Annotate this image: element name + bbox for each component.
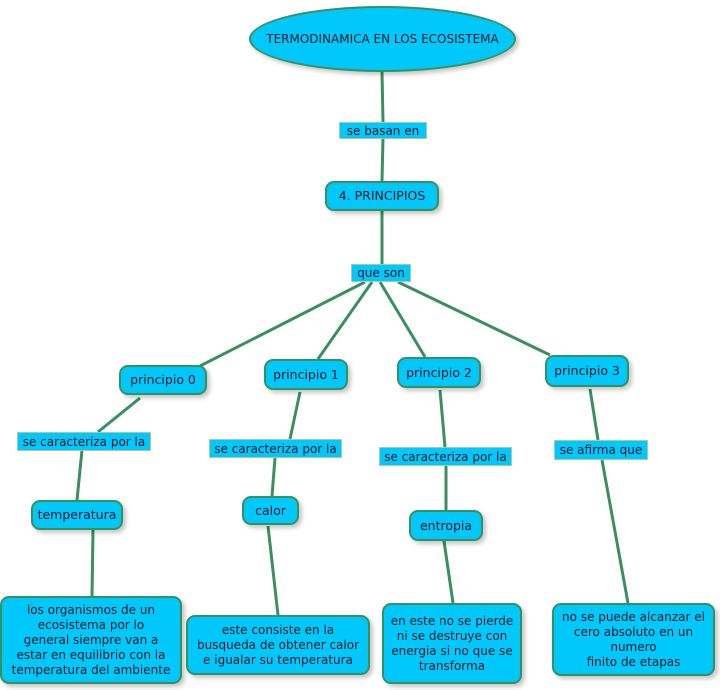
entropia-node[interactable]: entropia bbox=[409, 510, 483, 541]
link-label-text: se basan en bbox=[346, 123, 420, 138]
link-label-basan[interactable]: se basan en bbox=[339, 122, 427, 139]
link-label-text: se afirma que bbox=[559, 443, 643, 457]
connector bbox=[97, 396, 141, 434]
principio-2-description[interactable]: en este no se pierde ni se destruye con … bbox=[382, 603, 522, 684]
link-label-text: se caracteriza por la bbox=[22, 434, 146, 449]
temperatura-text: temperatura bbox=[37, 507, 117, 523]
connector bbox=[600, 459, 630, 604]
calor-node[interactable]: calor bbox=[242, 496, 299, 525]
connector bbox=[380, 71, 385, 123]
connector bbox=[438, 389, 447, 448]
connector bbox=[270, 457, 277, 497]
principio-2-node[interactable]: principio 2 bbox=[397, 357, 481, 388]
principio-3-description[interactable]: no se puede alcanzar el cero absoluto en… bbox=[552, 603, 715, 676]
link-label-text: se caracteriza por la bbox=[384, 449, 507, 464]
principio-3-text: principio 3 bbox=[554, 363, 620, 379]
principio-0-text: principio 0 bbox=[130, 372, 196, 388]
connector bbox=[442, 540, 455, 604]
main-topic-text: TERMODINAMICA EN LOS ECOSISTEMA bbox=[266, 31, 499, 46]
link-label-principio-2[interactable]: se caracteriza por la bbox=[379, 447, 512, 466]
main-topic-node[interactable]: TERMODINAMICA EN LOS ECOSISTEMA bbox=[249, 6, 516, 72]
link-label-principio-3[interactable]: se afirma que bbox=[554, 440, 648, 460]
principio-2-description-text: en este no se pierde ni se destruye con … bbox=[390, 613, 514, 673]
link-label-principio-0[interactable]: se caracteriza por la bbox=[17, 432, 151, 451]
temperatura-node[interactable]: temperatura bbox=[31, 500, 123, 530]
link-label-text: se caracteriza por la bbox=[214, 441, 337, 456]
principio-0-description-text: los organismos de un ecosistema por lo g… bbox=[11, 602, 171, 677]
principio-1-description-text: este consiste en la busqueda de obtener … bbox=[196, 622, 360, 667]
connector bbox=[588, 388, 600, 441]
principio-0-node[interactable]: principio 0 bbox=[119, 365, 207, 395]
connector bbox=[266, 525, 280, 616]
connector bbox=[378, 281, 427, 358]
connector bbox=[316, 281, 374, 360]
connector bbox=[397, 280, 551, 357]
connector bbox=[380, 137, 385, 182]
principio-3-node[interactable]: principio 3 bbox=[545, 355, 629, 387]
connector bbox=[90, 529, 95, 597]
link-label-que-son[interactable]: que son bbox=[351, 264, 411, 282]
principio-0-description[interactable]: los organismos de un ecosistema por lo g… bbox=[0, 596, 182, 684]
connector bbox=[75, 449, 84, 501]
principios-node[interactable]: 4. PRINCIPIOS bbox=[325, 181, 439, 211]
entropia-text: entropia bbox=[419, 517, 473, 533]
principio-1-description[interactable]: este consiste en la busqueda de obtener … bbox=[186, 615, 370, 675]
link-label-principio-1[interactable]: se caracteriza por la bbox=[209, 439, 342, 458]
principio-2-text: principio 2 bbox=[406, 364, 472, 380]
link-label-text: que son bbox=[357, 266, 405, 280]
principios-text: 4. PRINCIPIOS bbox=[338, 188, 426, 204]
calor-text: calor bbox=[255, 502, 286, 518]
connector bbox=[288, 391, 302, 440]
principio-1-text: principio 1 bbox=[273, 366, 339, 382]
connector bbox=[199, 280, 366, 368]
principio-1-node[interactable]: principio 1 bbox=[264, 359, 348, 390]
principio-3-description-text: no se puede alcanzar el cero absoluto en… bbox=[562, 609, 705, 669]
